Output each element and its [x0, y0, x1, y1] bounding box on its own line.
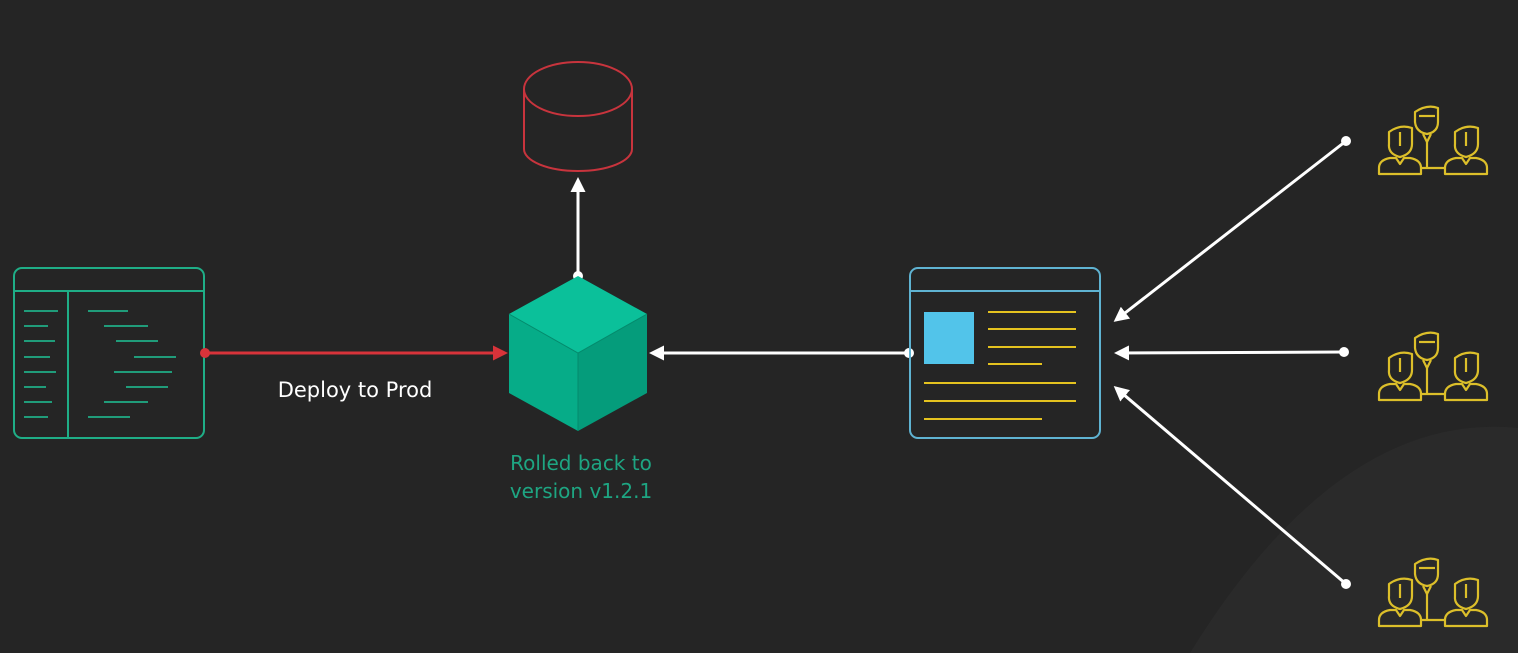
rollback-label-line2: version v1.2.1 — [510, 479, 652, 503]
rollback-label-line1: Rolled back to — [510, 451, 652, 475]
browser-to-cube-arrow — [649, 345, 914, 361]
users-middle-arrow — [1114, 345, 1349, 361]
code-editor-icon — [13, 267, 205, 439]
users-bottom-arrow — [1113, 386, 1351, 589]
deploy-label: Deploy to Prod — [278, 378, 433, 402]
user-group-icon — [1377, 105, 1489, 176]
cube-icon — [508, 276, 648, 431]
database-icon — [523, 61, 633, 172]
background-shade — [1190, 426, 1518, 653]
user-group-icon — [1377, 331, 1489, 402]
cube-to-database-arrow — [570, 177, 586, 281]
users-top-arrow — [1113, 136, 1351, 322]
browser-window-icon — [909, 267, 1101, 439]
deploy-arrow — [200, 345, 508, 361]
